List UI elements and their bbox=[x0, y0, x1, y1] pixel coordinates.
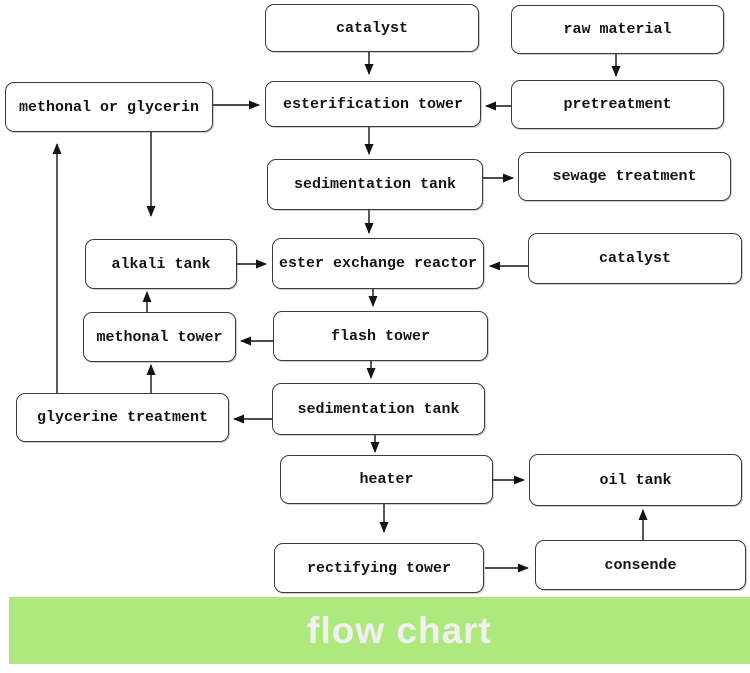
node-glycerine-treatment: glycerine treatment bbox=[16, 393, 229, 442]
node-methonal-or-glycerin: methonal or glycerin bbox=[5, 82, 213, 132]
node-methonal-tower: methonal tower bbox=[83, 312, 236, 362]
node-catalyst-right: catalyst bbox=[528, 233, 742, 284]
node-ester-exchange-reactor: ester exchange reactor bbox=[272, 238, 484, 289]
node-raw-material: raw material bbox=[511, 5, 724, 54]
node-sedimentation-tank-1: sedimentation tank bbox=[267, 159, 483, 210]
node-oil-tank: oil tank bbox=[529, 454, 742, 506]
flow-chart-title: flow chart bbox=[307, 609, 492, 651]
node-consende: consende bbox=[535, 540, 746, 590]
node-esterification-tower: esterification tower bbox=[265, 81, 481, 127]
node-heater: heater bbox=[280, 455, 493, 504]
node-catalyst-top: catalyst bbox=[265, 4, 479, 52]
node-sewage-treatment: sewage treatment bbox=[518, 152, 731, 201]
node-alkali-tank: alkali tank bbox=[85, 239, 237, 289]
flow-chart-banner: flow chart bbox=[9, 597, 750, 664]
node-rectifying-tower: rectifying tower bbox=[274, 543, 484, 593]
node-flash-tower: flash tower bbox=[273, 311, 488, 361]
node-sedimentation-tank-2: sedimentation tank bbox=[272, 383, 485, 435]
node-pretreatment: pretreatment bbox=[511, 80, 724, 129]
